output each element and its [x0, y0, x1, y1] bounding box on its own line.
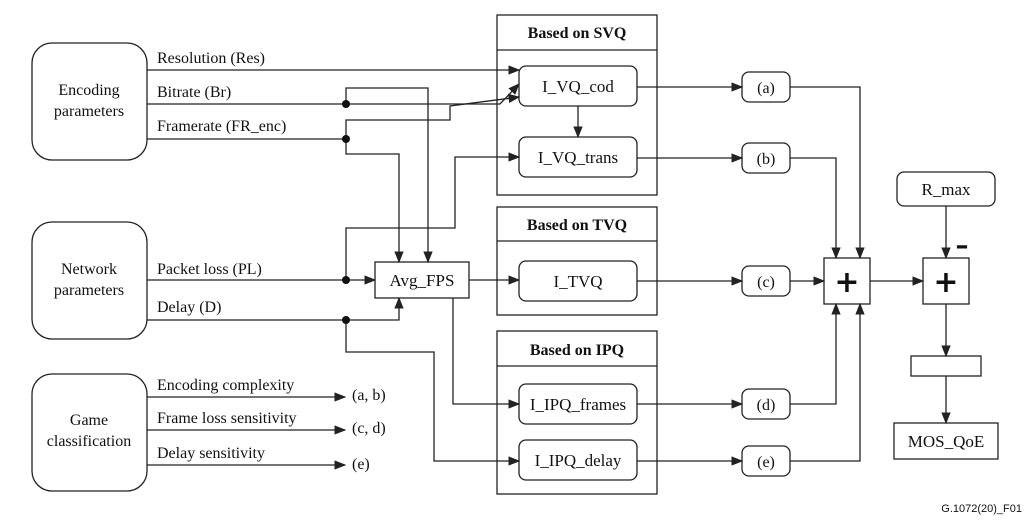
- signal-frame-loss-sensitivity: Frame loss sensitivity: [157, 410, 297, 427]
- i-vq-cod-box: I_VQ_cod: [518, 65, 638, 107]
- target-cd: (c, d): [352, 420, 386, 437]
- output-a: (a): [741, 71, 791, 103]
- svg-text:(e): (e): [757, 454, 775, 471]
- connections: [147, 65, 951, 470]
- output-b: (b): [741, 142, 791, 174]
- sum-node-1: +: [823, 257, 871, 305]
- network-parameters-block: Network parameters: [31, 221, 148, 340]
- svg-text:I_IPQ_delay: I_IPQ_delay: [535, 451, 622, 470]
- svg-text:(c): (c): [757, 274, 775, 291]
- signal-delay: Delay (D): [157, 299, 221, 316]
- i-vq-trans-box: I_VQ_trans: [518, 136, 638, 178]
- target-ab: (a, b): [352, 387, 386, 404]
- svg-text:I_TVQ: I_TVQ: [553, 272, 602, 291]
- encoding-label-2: parameters: [54, 103, 124, 120]
- output-c: (c): [741, 265, 791, 297]
- svg-text:I_VQ_cod: I_VQ_cod: [542, 77, 614, 96]
- r-max-box: R_max: [896, 171, 996, 207]
- signal-encoding-complexity: Encoding complexity: [157, 377, 294, 394]
- svg-text:I_VQ_trans: I_VQ_trans: [538, 148, 618, 167]
- group-tvq-title: Based on TVQ: [527, 217, 627, 234]
- target-e: (e): [352, 456, 370, 473]
- clip-box: [910, 355, 982, 377]
- mos-qoe-box: MOS_QoE: [893, 422, 999, 460]
- svg-text:(a): (a): [757, 80, 775, 97]
- junction-dots: [342, 100, 350, 324]
- signal-resolution: Resolution (Res): [157, 50, 265, 67]
- encoding-parameters-block: Encoding parameters: [31, 42, 148, 161]
- svg-text:Avg_FPS: Avg_FPS: [390, 271, 455, 290]
- svg-text:MOS_QoE: MOS_QoE: [908, 432, 985, 451]
- svg-text:(b): (b): [757, 151, 776, 168]
- output-d: (d): [741, 388, 791, 420]
- i-ipq-delay-box: I_IPQ_delay: [518, 439, 638, 481]
- network-label-1: Network: [61, 261, 117, 278]
- encoding-label-1: Encoding: [58, 82, 119, 99]
- game-classification-block: Game classification: [31, 373, 148, 492]
- svg-text:(d): (d): [757, 397, 776, 414]
- output-e: (e): [741, 445, 791, 477]
- minus-sign: –: [956, 231, 969, 261]
- svg-text:R_max: R_max: [921, 180, 971, 199]
- svg-text:+: +: [933, 265, 958, 300]
- game-label-2: classification: [47, 433, 131, 450]
- group-svq-title: Based on SVQ: [528, 25, 627, 42]
- game-label-1: Game: [70, 412, 108, 429]
- avg-fps-box: Avg_FPS: [374, 261, 470, 299]
- sum-node-2: +: [922, 257, 970, 305]
- svg-text:+: +: [834, 265, 859, 300]
- signal-packet-loss: Packet loss (PL): [157, 261, 262, 278]
- signal-bitrate: Bitrate (Br): [157, 84, 231, 101]
- group-ipq-title: Based on IPQ: [530, 342, 624, 359]
- i-tvq-box: I_TVQ: [518, 260, 638, 302]
- network-label-2: parameters: [54, 282, 124, 299]
- svg-text:I_IPQ_frames: I_IPQ_frames: [530, 395, 626, 414]
- i-ipq-frames-box: I_IPQ_frames: [518, 383, 638, 425]
- figure-id: G.1072(20)_F01: [941, 503, 1022, 515]
- signal-delay-sensitivity: Delay sensitivity: [157, 445, 265, 462]
- signal-framerate: Framerate (FR_enc): [157, 118, 286, 135]
